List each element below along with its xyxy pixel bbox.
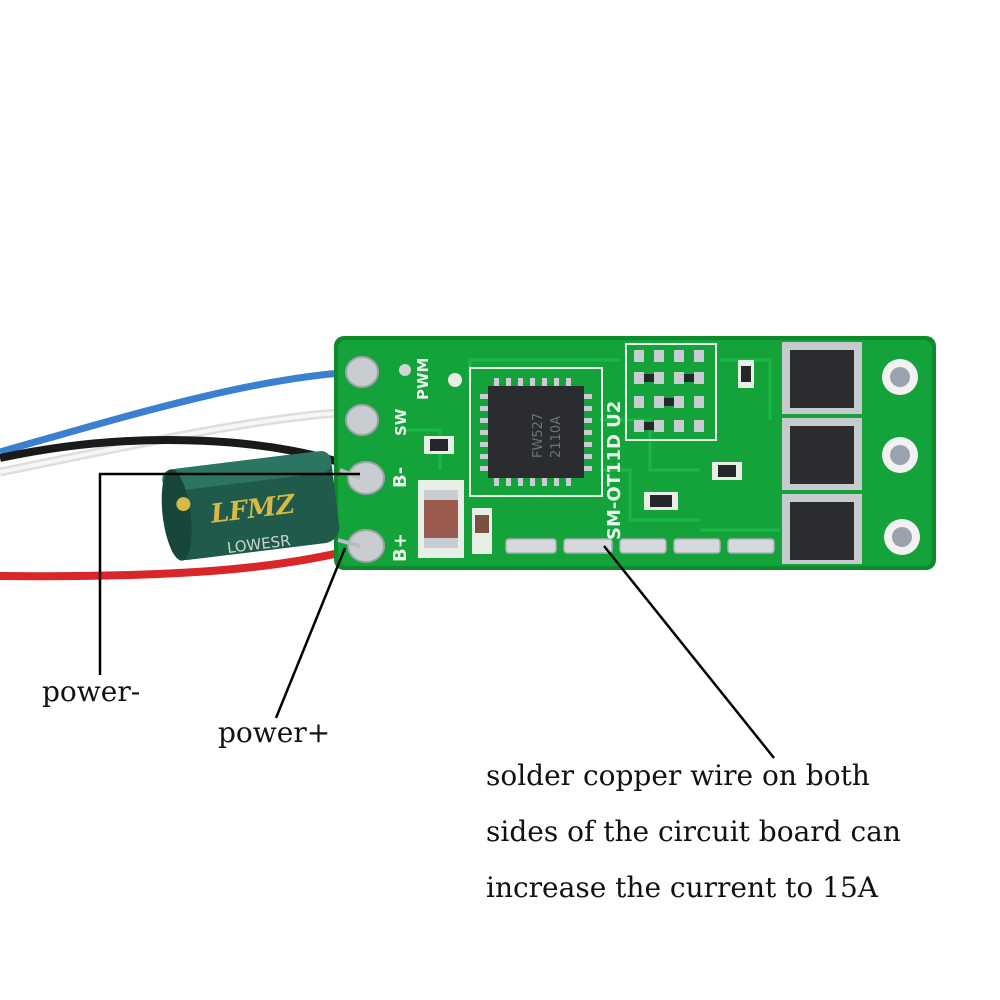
chip-marking-line2: 2110A [549, 416, 564, 458]
solder-pads-right [882, 359, 920, 555]
power-plus-pointer [274, 547, 347, 719]
red-wire [0, 544, 361, 581]
white-wire-highlight [0, 410, 356, 474]
power-plus-label: power+ [218, 716, 331, 749]
note-line-1: solder copper wire on both [486, 759, 870, 792]
power-minus-label: power- [42, 675, 141, 708]
main-chip: FW527 2110A [469, 367, 603, 497]
power-minus-pointer [98, 472, 360, 675]
silk-pwm: PWM [414, 358, 432, 400]
note-line-2: sides of the circuit board can [486, 815, 901, 848]
electrolytic-capacitor: LFMZ LOWESR [161, 450, 361, 561]
copper-wire-pointer [603, 545, 775, 759]
copper-wire-note: solder copper wire on both sides of the … [486, 762, 901, 930]
silk-b-plus: B+ [390, 533, 411, 562]
pcb-board: FW527 2110A PWM SW B- B+ SM-OT11D U2 [334, 336, 936, 570]
smd-capacitor [418, 480, 464, 558]
note-line-3: increase the current to 15A [486, 871, 879, 904]
silk-model: SM-OT11D U2 [604, 401, 625, 540]
chip-marking-line1: FW527 [531, 413, 546, 458]
silk-b-minus: B- [390, 467, 411, 488]
via [448, 373, 462, 387]
solder-pads-left [345, 356, 385, 563]
smd-grid [424, 343, 754, 554]
mosfets [782, 342, 862, 564]
blue-wire [0, 368, 356, 456]
copper-strips [505, 538, 775, 554]
silk-sw: SW [392, 408, 410, 436]
via [399, 364, 411, 376]
annotation-lines [98, 472, 775, 759]
